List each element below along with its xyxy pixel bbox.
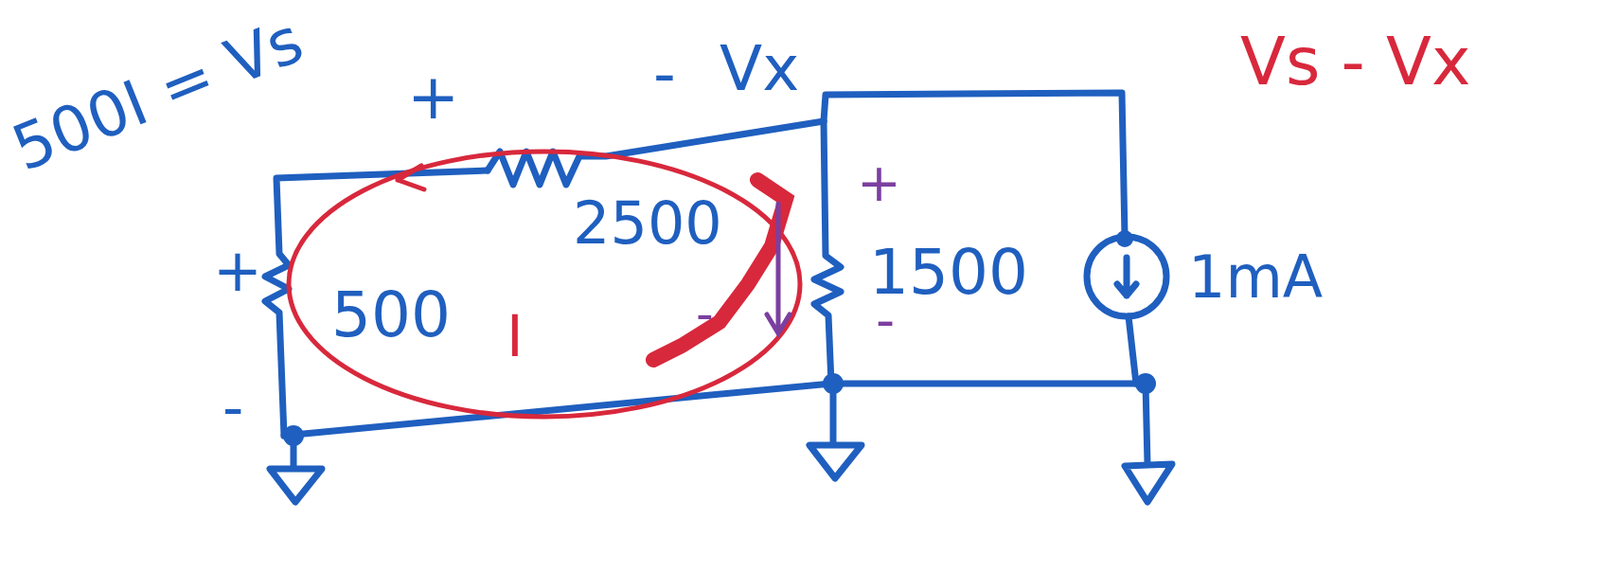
polarity-sign: -: [875, 293, 895, 347]
current-source-symbol: [1086, 236, 1167, 317]
polarity-sign: -: [222, 378, 244, 438]
wires: [265, 92, 1173, 502]
voltage-arrow: [766, 203, 790, 334]
voltage-name: Vx: [719, 37, 800, 101]
source-value: 1mA: [1188, 248, 1323, 307]
current-source-arrow: [1117, 257, 1137, 296]
purple-arrow: [766, 203, 790, 334]
junction-dots: [283, 230, 1156, 446]
mesh-loop: [288, 151, 800, 417]
polarity-sign: +: [407, 66, 460, 129]
resistor-value: 500: [331, 284, 451, 347]
ground-symbol: [1124, 383, 1173, 502]
source-lead: [1128, 316, 1137, 384]
left-wire-500-resistor: [265, 170, 488, 436]
current-name: I: [506, 307, 524, 365]
polarity-sign: -: [653, 42, 676, 106]
bottom-wire: [284, 383, 1146, 436]
polarity-sign: +: [213, 241, 263, 301]
junction-dot: [1135, 373, 1156, 394]
resistor-symbol-1500: [814, 121, 841, 384]
loop-arrow: [397, 165, 425, 190]
junction-dot: [1116, 230, 1134, 248]
polarity-sign: -: [695, 288, 714, 338]
ground-symbol: [809, 383, 862, 479]
polarity-sign: +: [856, 156, 902, 210]
junction-dot: [283, 425, 304, 446]
resistor-value: 2500: [572, 194, 723, 253]
equation-label: 500I = Vs: [4, 8, 311, 181]
loop-path: [288, 151, 800, 417]
voltage-expression: Vs - Vx: [1240, 28, 1471, 95]
junction-dot: [822, 373, 844, 394]
top-right-wire: [823, 92, 1125, 237]
